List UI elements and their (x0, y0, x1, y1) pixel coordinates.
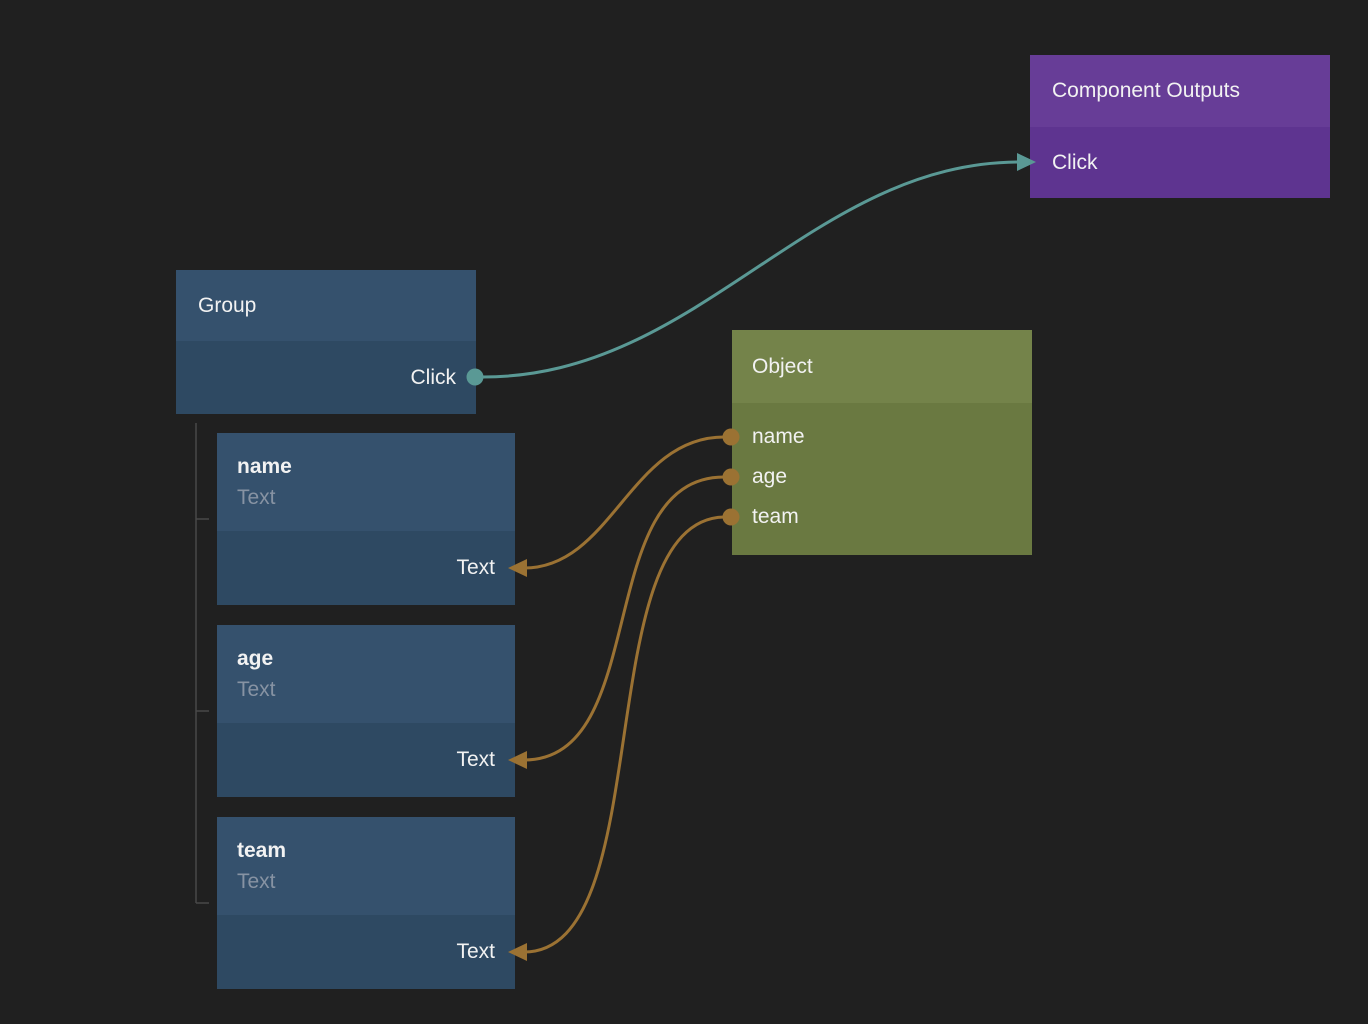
field-team-input-label: Text (456, 940, 495, 963)
field-age-title: age (237, 647, 274, 670)
node-field-age[interactable]: age Text Text (217, 625, 515, 797)
object-output-team-label: team (752, 505, 799, 528)
node-component-outputs-title: Component Outputs (1030, 55, 1330, 127)
edge-object-age-to-field-age-text[interactable] (523, 475, 725, 762)
field-team-type-label: Text (237, 870, 276, 893)
component-outputs-input-click-label: Click (1052, 150, 1098, 174)
field-age-type-label: Text (237, 678, 276, 701)
field-name-type-label: Text (237, 486, 276, 509)
object-output-age-label: age (752, 465, 788, 488)
node-object[interactable]: Object name age team (732, 330, 1032, 555)
node-field-team[interactable]: team Text Text (217, 817, 515, 989)
edge-object-team-to-field-team-text[interactable] (523, 515, 725, 954)
node-group-title: Group (176, 270, 476, 341)
group-output-click-label: Click (410, 365, 457, 389)
node-group[interactable]: Group Click (176, 270, 476, 414)
node-component-outputs[interactable]: Component Outputs Click (1030, 55, 1330, 198)
node-field-name[interactable]: name Text Text (217, 433, 515, 605)
object-output-name-label: name (752, 425, 805, 448)
field-name-input-label: Text (456, 556, 495, 579)
field-name-title: name (237, 455, 292, 478)
edge-object-name-to-field-name-text[interactable] (523, 435, 725, 570)
field-age-input-label: Text (456, 748, 495, 771)
node-object-title: Object (732, 330, 1032, 403)
field-team-title: team (237, 839, 287, 862)
